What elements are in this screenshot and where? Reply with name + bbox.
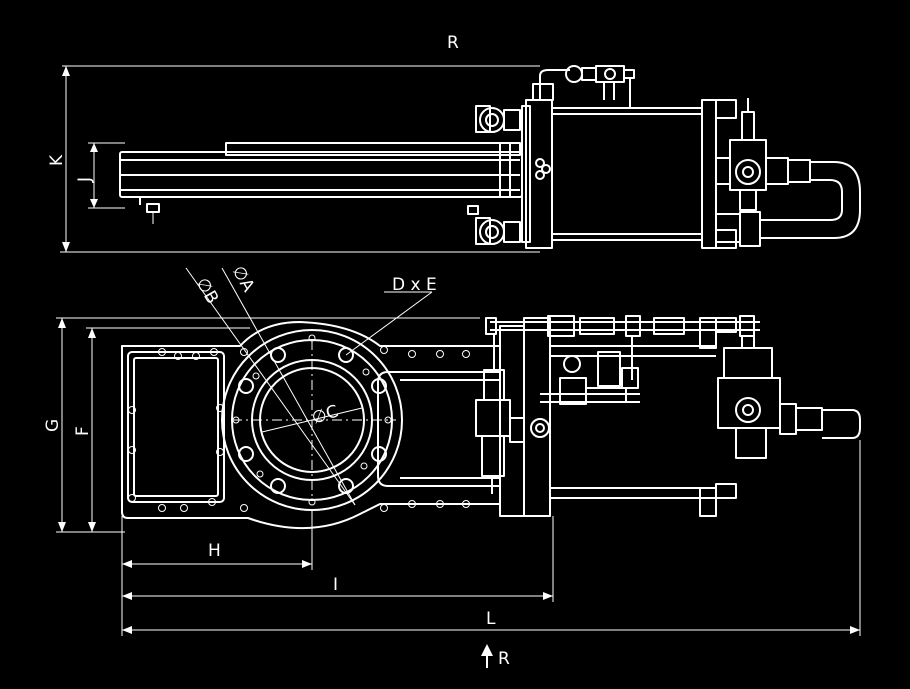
- dim-label-g: G: [43, 419, 63, 432]
- dim-label-k: K: [47, 154, 67, 166]
- dim-label-phi-a: ∅A: [228, 263, 259, 296]
- dim-label-phi-b: ∅B: [192, 275, 223, 308]
- bottom-dimensions: H I L R: [121, 440, 861, 669]
- dim-label-i: I: [333, 575, 338, 595]
- dim-label-h: H: [208, 541, 221, 561]
- dim-label-l: L: [486, 609, 496, 629]
- dim-label-phi-c: ∅C: [309, 401, 341, 428]
- dim-label-r-bottom: R: [498, 649, 510, 669]
- dim-label-j: J: [75, 177, 95, 183]
- dim-label-d-x-e: D x E: [392, 275, 437, 295]
- dim-label-r-top: R: [447, 33, 459, 53]
- front-view: G F: [43, 263, 861, 533]
- top-view: R K J: [47, 33, 861, 253]
- dim-label-f: F: [73, 426, 93, 436]
